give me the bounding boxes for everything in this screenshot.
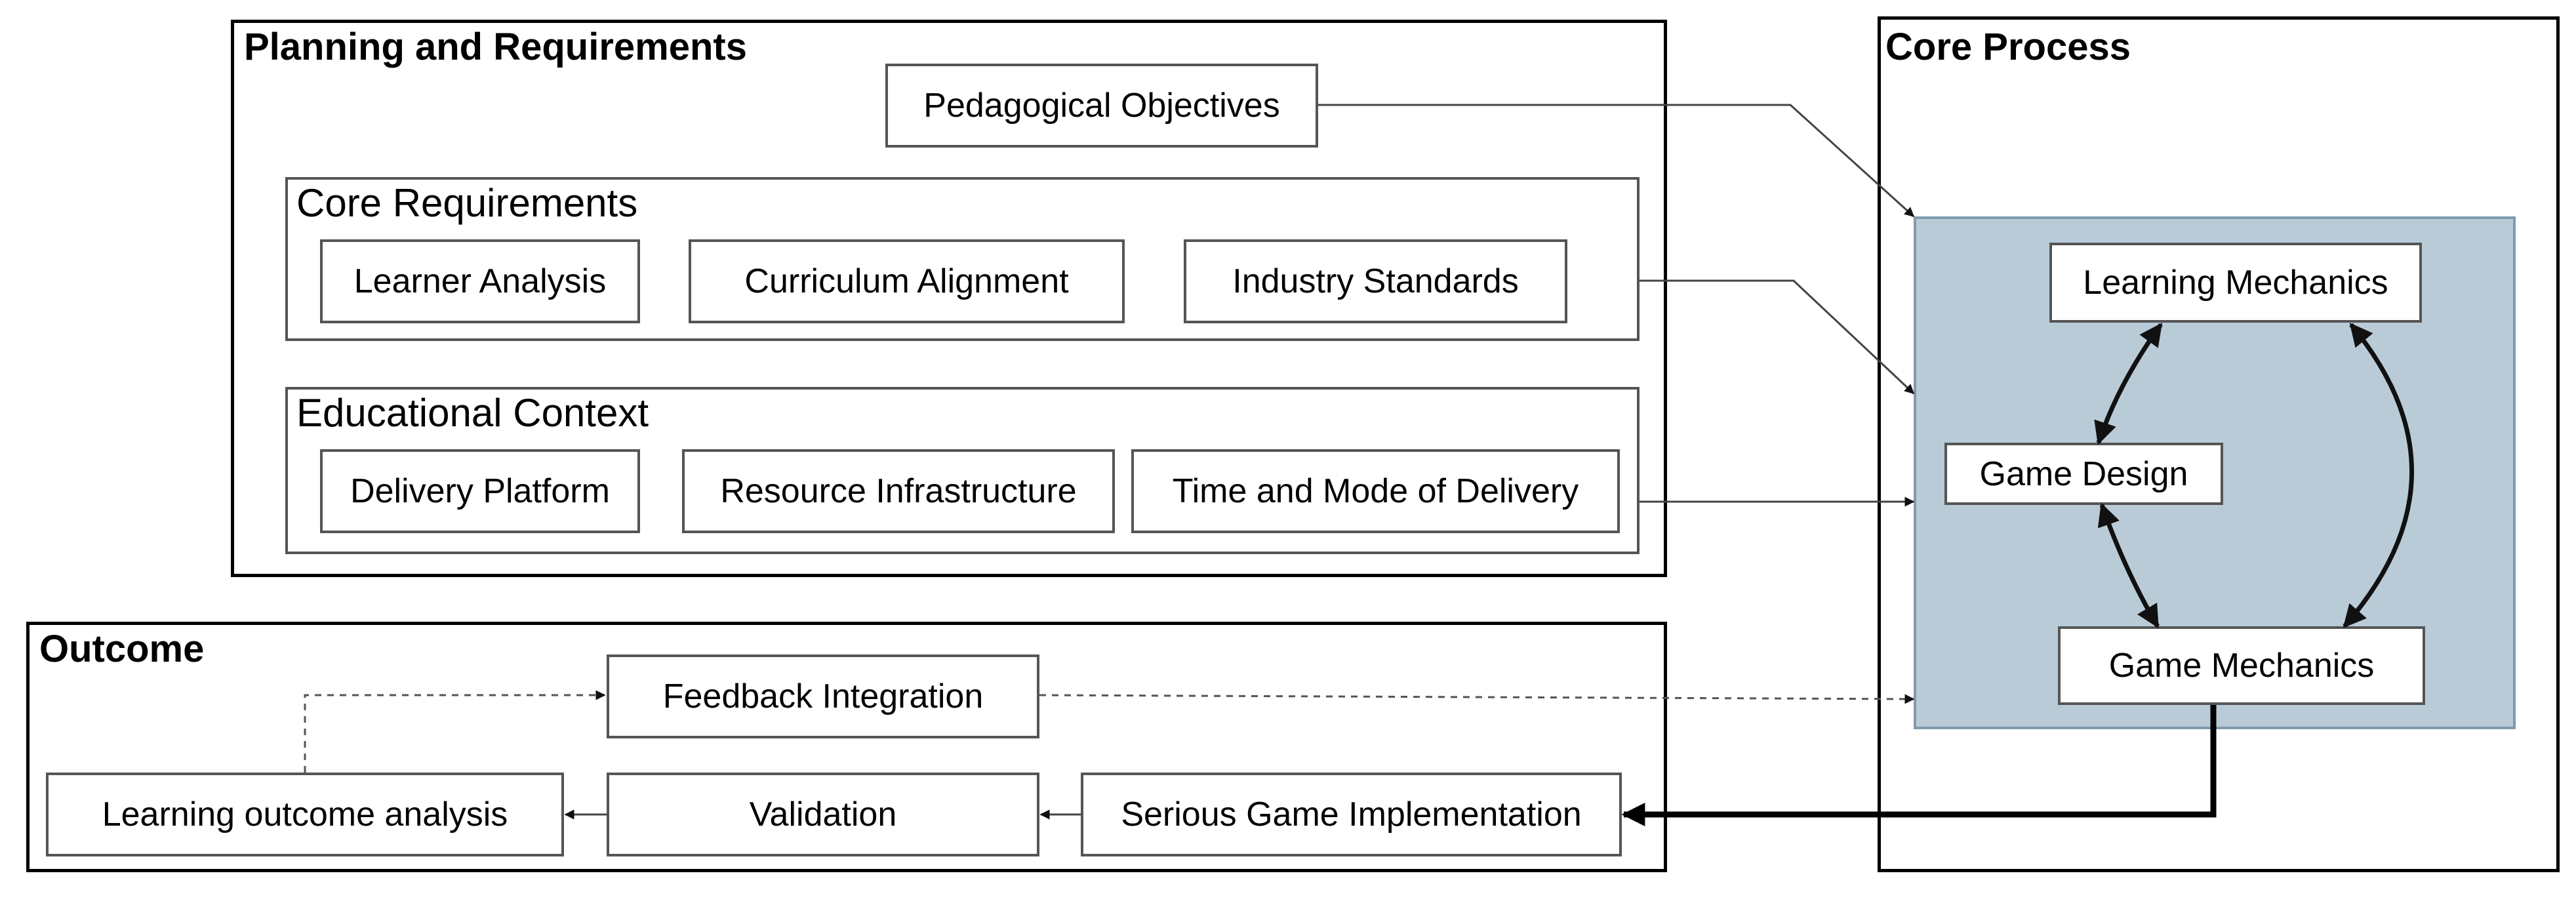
delivery-platform-node: Delivery Platform	[320, 449, 640, 533]
resource-infrastructure-node: Resource Infrastructure	[682, 449, 1115, 533]
educational-context-title: Educational Context	[296, 391, 649, 435]
core-process-title: Core Process	[1885, 26, 2131, 68]
industry-standards-node: Industry Standards	[1184, 239, 1567, 323]
learning-mechanics-game-design-arrow	[2094, 323, 2163, 445]
feedback-to-core-arrow	[1039, 694, 1915, 704]
objectives-to-core-arrow	[1318, 104, 1915, 218]
feedback-integration-node: Feedback Integration	[607, 654, 1039, 738]
curriculum-alignment-node: Curriculum Alignment	[689, 239, 1125, 323]
game-mechanics-to-implementation-arrow	[1621, 705, 2217, 826]
outcome-title: Outcome	[39, 628, 205, 670]
learning-outcome-analysis-node: Learning outcome analysis	[46, 773, 564, 856]
core-requirements-title: Core Requirements	[296, 181, 638, 225]
time-mode-delivery-node: Time and Mode of Delivery	[1131, 449, 1620, 533]
analysis-to-feedback-arrow	[304, 690, 606, 773]
game-design-node: Game Design	[1944, 443, 2223, 505]
serious-game-implementation-node: Serious Game Implementation	[1081, 773, 1622, 856]
learning-mechanics-node: Learning Mechanics	[2049, 243, 2422, 323]
learner-analysis-node: Learner Analysis	[320, 239, 640, 323]
validation-node: Validation	[607, 773, 1039, 856]
requirements-to-core-arrow	[1640, 279, 1915, 395]
game-mechanics-node: Game Mechanics	[2058, 626, 2425, 705]
learning-mechanics-game-mechanics-arrow	[2343, 323, 2414, 628]
pedagogical-objectives-node: Pedagogical Objectives	[885, 64, 1318, 148]
game-design-game-mechanics-arrow	[2097, 502, 2160, 629]
planning-title: Planning and Requirements	[244, 26, 747, 68]
